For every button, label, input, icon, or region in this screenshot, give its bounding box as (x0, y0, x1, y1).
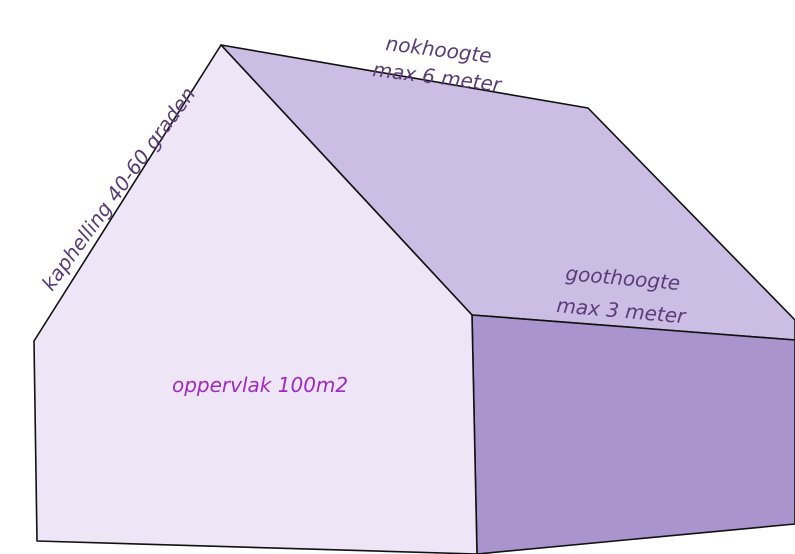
gable-wall (33, 44, 478, 554)
floor-area-label: oppervlak 100m2 (172, 373, 348, 397)
side-wall (471, 314, 795, 554)
